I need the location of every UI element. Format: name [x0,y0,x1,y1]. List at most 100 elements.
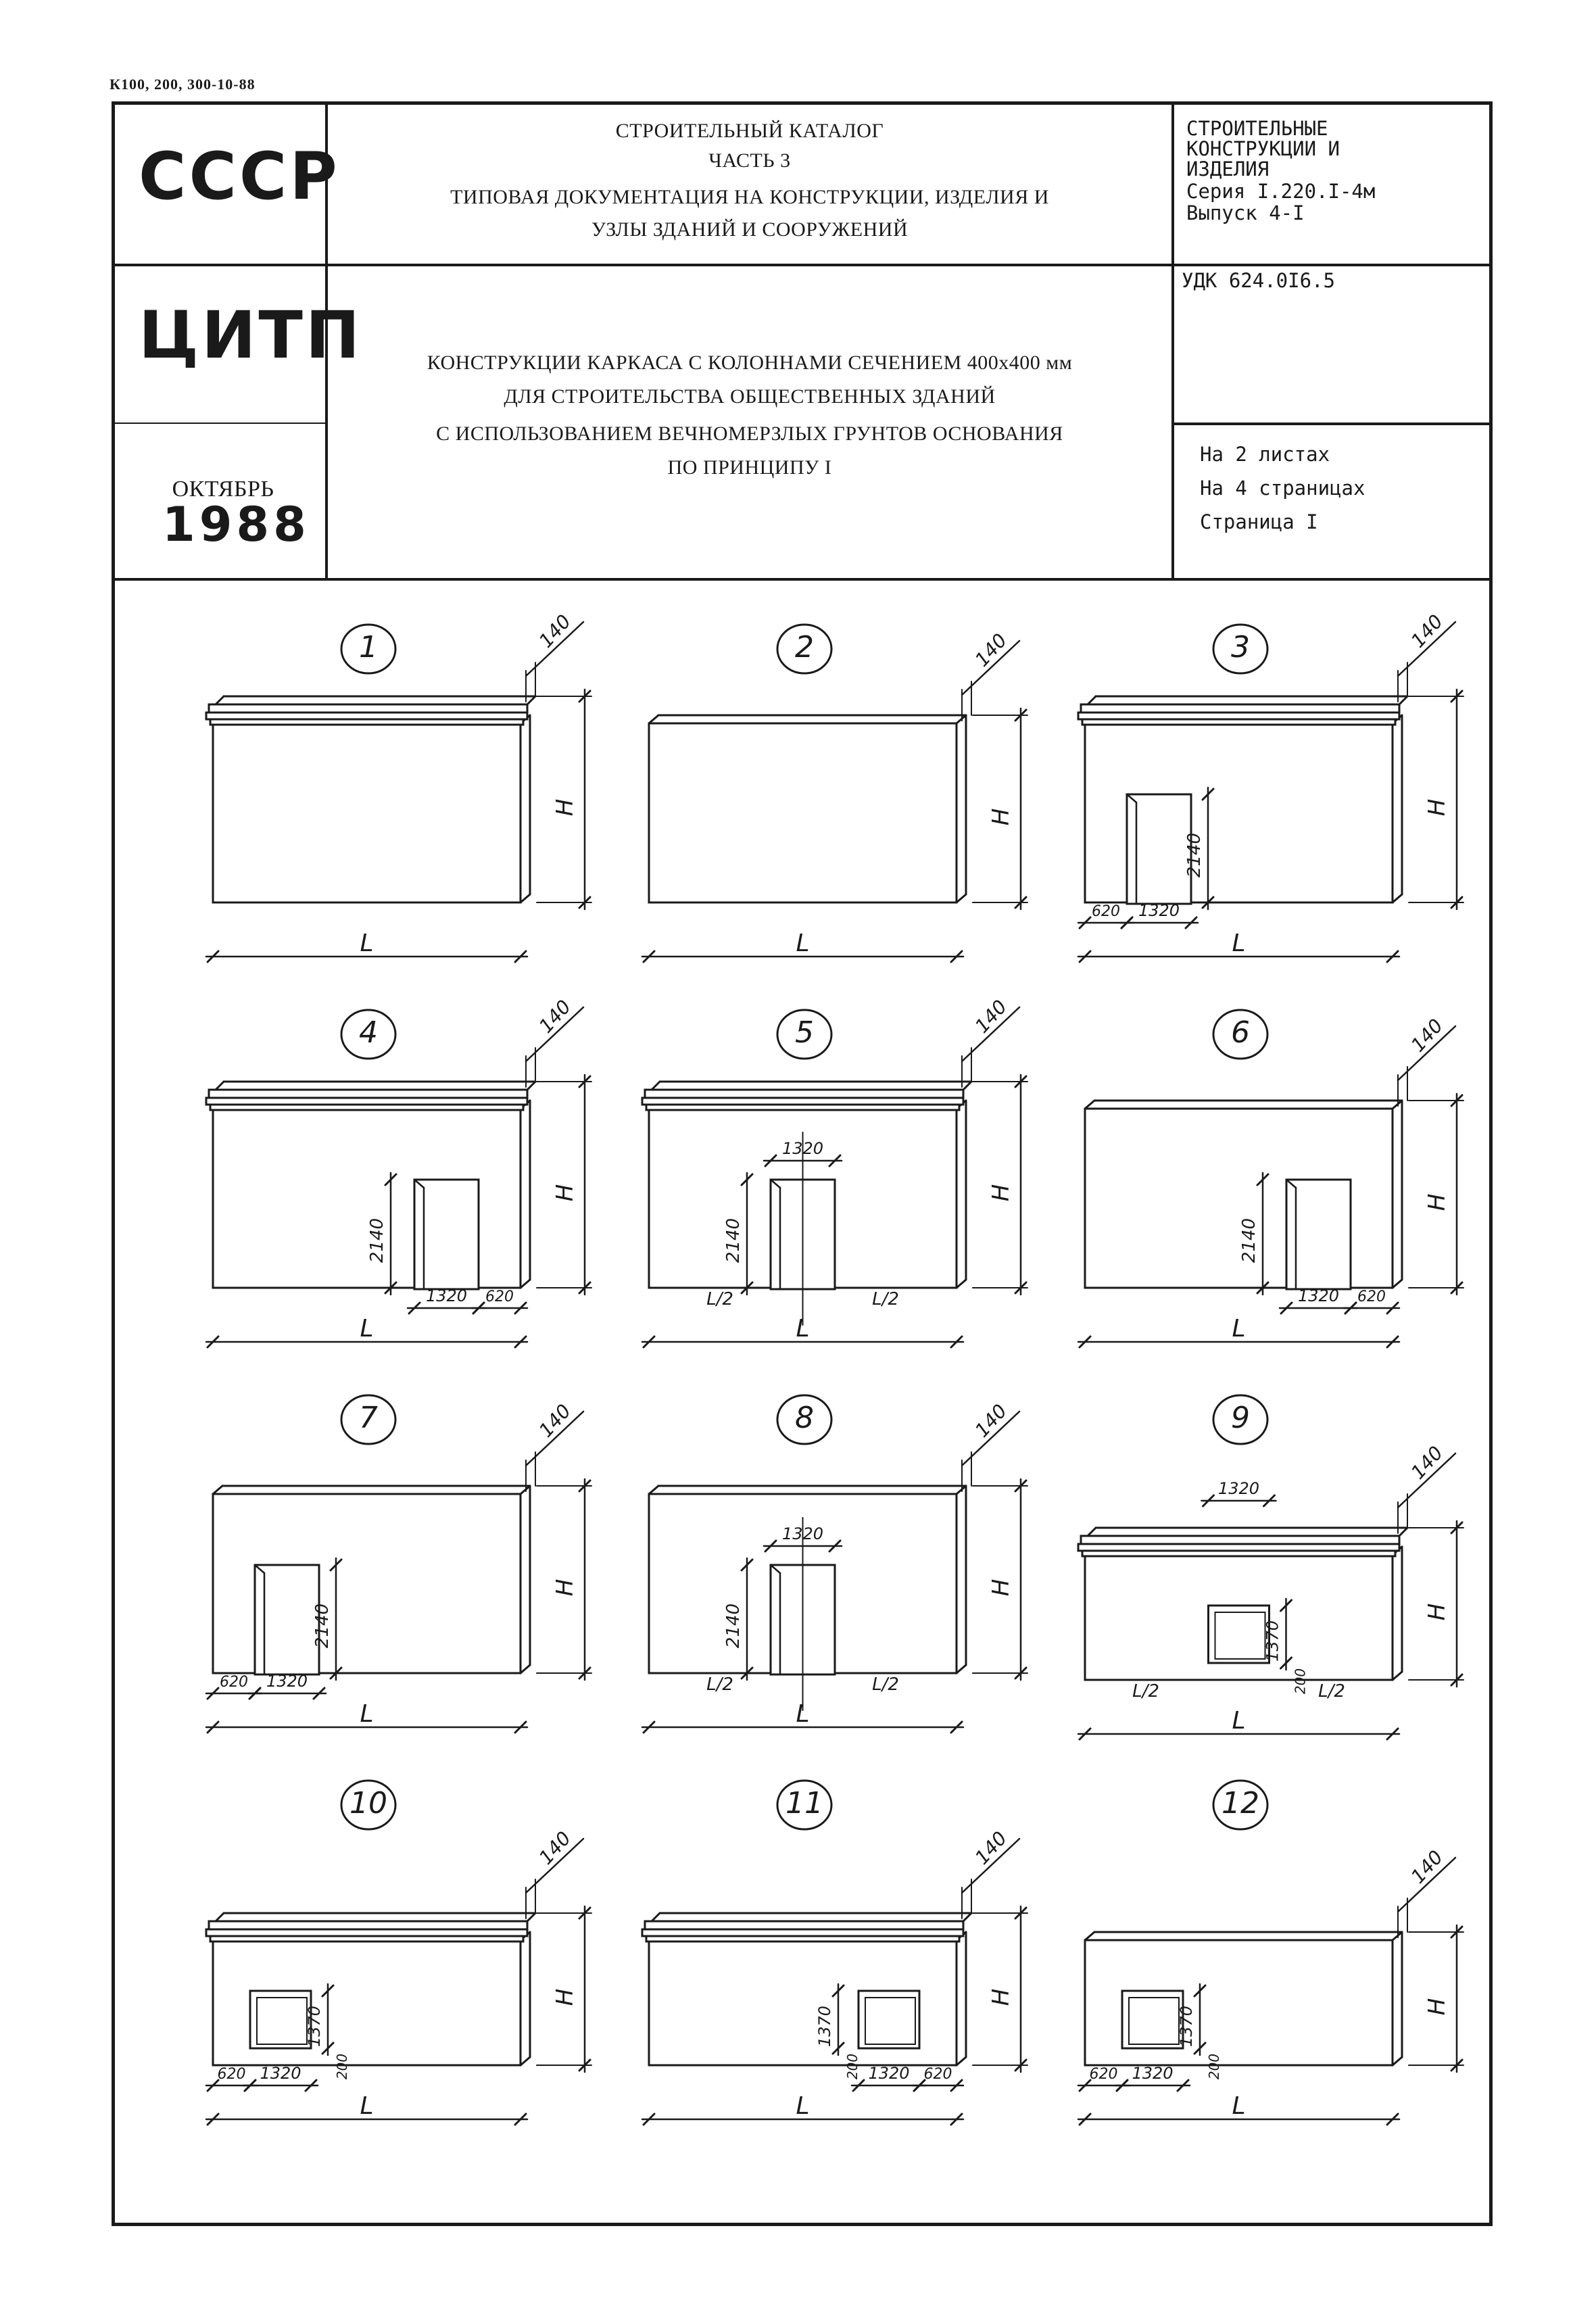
dimension-label: 2140 [723,1603,744,1648]
page-frame [112,101,1493,2226]
drawing-line [1193,2042,1207,2055]
catalog-line-2: ЧАСТЬ 3 [708,149,791,172]
title-line-4: ПО ПРИНЦИПУ I [667,456,832,479]
drawing-line [1391,893,1403,904]
drawing-line [1280,1301,1293,1315]
drawing-line [1386,1301,1399,1315]
drawing-line [950,950,963,963]
panel-number-circle [776,1394,833,1445]
drawing-line [1014,1479,1027,1493]
cornice-band [1080,703,1401,714]
drawing-line [321,1984,335,1998]
drawing-line [1120,916,1134,930]
panel-number-circle [1212,1779,1269,1831]
drawing-line [1201,896,1215,909]
panel-number-circle [1212,1394,1269,1445]
drawing-line [740,1281,754,1295]
panel-number: 4 [359,1015,378,1050]
org-citp: ЦИТП [139,297,363,373]
drawing-line [1391,1670,1403,1681]
cornice-band [1080,1535,1401,1545]
drawing-line [642,1335,656,1349]
drawing-line [526,1912,537,1923]
cornice-band [208,1088,529,1099]
drawing-line [740,1173,754,1186]
series-line-4: Серия I.220.I-4м [1186,180,1376,203]
window-opening [1121,1989,1184,2050]
drawing-line [650,1080,661,1091]
cornice-band [209,1935,525,1943]
drawing-line [1450,1673,1464,1687]
thickness-label: 140 [535,1400,575,1442]
panel-number-circle [340,1009,397,1060]
panel-number: 9 [1231,1401,1250,1435]
drawing-line [950,1335,963,1349]
drawing-line [384,1173,397,1186]
thickness-label: 140 [971,1400,1011,1442]
drawing-line [206,1687,220,1700]
drawing-line [1014,1666,1027,1680]
document-code: К100, 200, 300-10-88 [110,76,256,93]
drawing-line [1450,1521,1464,1535]
cornice-band [645,1103,961,1111]
drawing-line [1398,1526,1409,1537]
drawing-line [214,695,225,706]
drawing-line [1450,1925,1464,1939]
drawing-line [384,1281,397,1295]
drawing-line [1014,708,1027,722]
drawing-line [408,1301,421,1315]
drawing-line [1386,1335,1399,1349]
drawing-line [1280,1599,1292,1612]
drawing-line [1285,1178,1297,1189]
drawing-line [206,2079,220,2092]
drawing-line [578,1666,591,1680]
dimension-label: 620 [1090,2066,1118,2083]
drawing-line [648,714,660,725]
height-label: H [1424,1603,1451,1621]
series-line-2: КОНСТРУКЦИИ И [1186,137,1340,160]
drawing-line [514,1301,527,1315]
height-label: H [988,1989,1015,2006]
height-label: H [552,799,579,817]
drawing-line [642,950,656,963]
drawing-line [1398,695,1409,706]
thickness-label: 140 [971,629,1011,671]
drawing-line [1386,1727,1399,1741]
window-opening [1207,1604,1270,1664]
date-year: 1988 [162,497,310,552]
org-ussr: СССР [139,139,340,214]
drawing-line [955,1664,967,1674]
door-opening [1126,793,1192,905]
drawing-line [650,1912,661,1923]
drawing-line [962,1912,973,1923]
drawing-line [1450,2058,1464,2072]
drawing-line [1086,695,1097,706]
dimension-label: 1370 [1263,1620,1282,1662]
drawing-line [1014,2058,1027,2072]
drawing-line [526,695,537,706]
drawing-line [1084,1931,1096,1941]
drawing-line [955,1278,967,1289]
panel-number-circle [776,623,833,675]
date-month: ОКТЯБРЬ [172,477,274,502]
length-label: L [796,1315,809,1343]
drawing-line [740,1558,754,1572]
drawing-line [852,2079,865,2092]
thickness-label: 140 [1407,610,1447,652]
title-line-2: ДЛЯ СТРОИТЕЛЬСТВА ОБЩЕСТВЕННЫХ ЗДАНИЙ [504,385,996,408]
drawing-line [1450,690,1464,703]
drawing-line [1391,2056,1403,2067]
dimension-label: 620 [1357,1288,1386,1305]
drawing-line [304,2079,318,2092]
drawing-line [1086,1526,1097,1537]
drawing-line [248,1687,262,1700]
thickness-label: 140 [535,996,575,1038]
drawing-line [1078,950,1092,963]
drawing-line [578,2058,591,2072]
title-line-3: С ИСПОЛЬЗОВАНИЕМ ВЕЧНОМЕРЗЛЫХ ГРУНТОВ ОС… [436,423,1063,445]
cornice-band [1081,718,1397,726]
dimension-label: 2140 [1184,833,1205,877]
drawing-line [312,1687,326,1700]
